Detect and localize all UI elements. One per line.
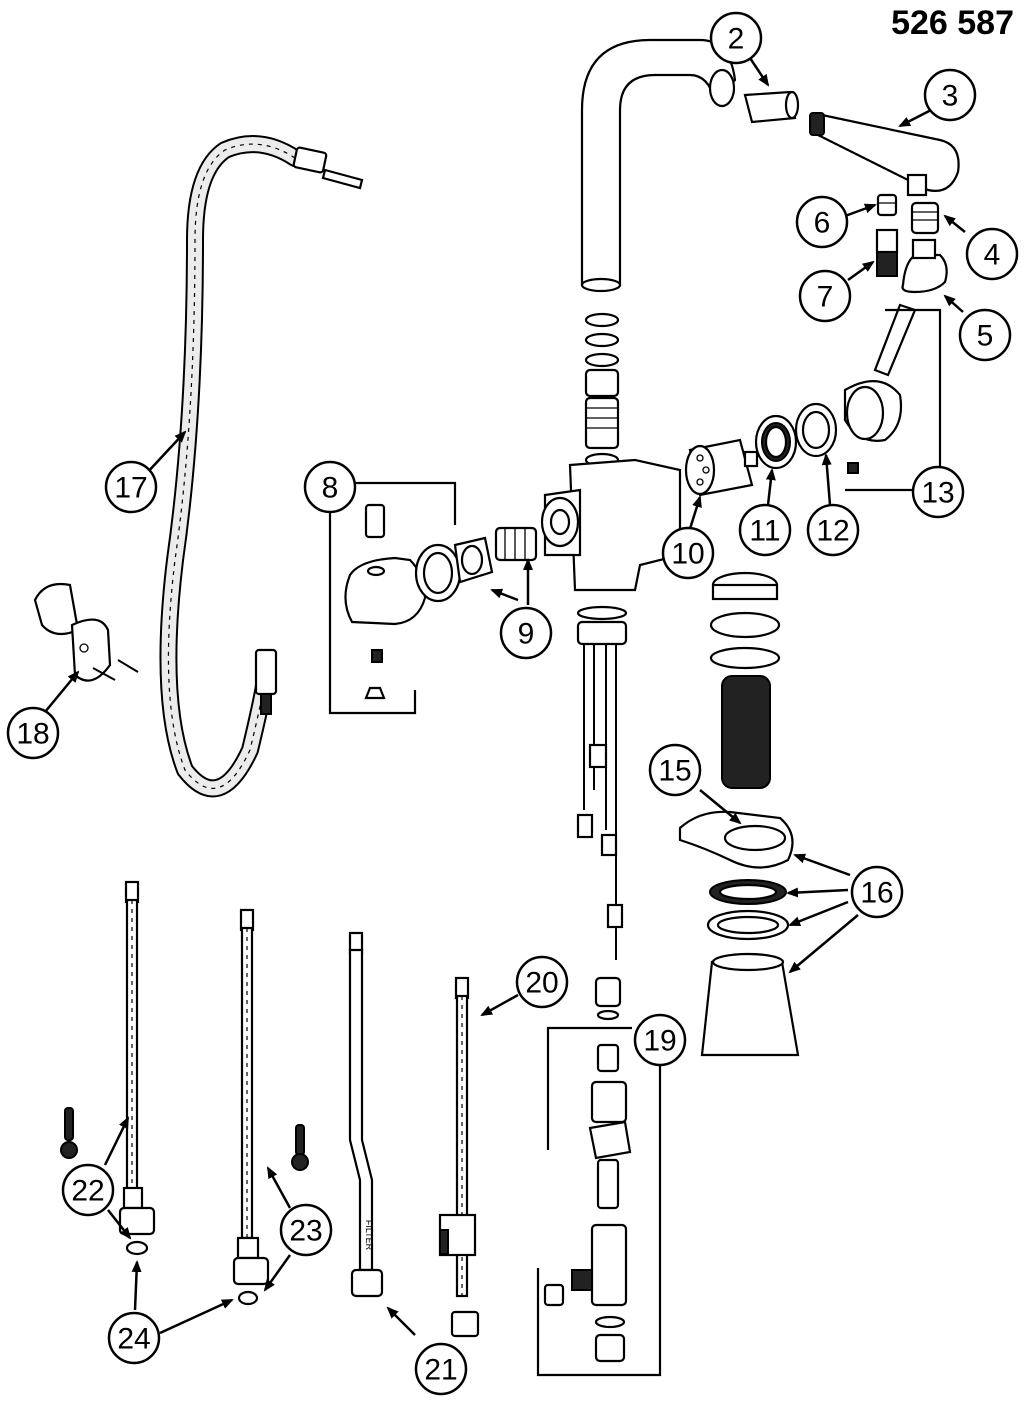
- handle-part-8: [344, 503, 427, 700]
- callout-8: 8: [303, 460, 357, 514]
- callout-24: 24: [107, 1311, 161, 1365]
- callout-circle: [795, 195, 849, 249]
- pull-out-hose-part-17: [159, 135, 364, 798]
- callout-13: 13: [911, 465, 965, 519]
- callout-label: 4: [984, 239, 1001, 272]
- callout-circle: [738, 503, 792, 557]
- callout-circle: [661, 526, 715, 580]
- bracket-part-19: [546, 1026, 632, 1150]
- bracket-part-8: [347, 481, 457, 525]
- base-plate-part-15: [678, 810, 794, 869]
- check-valve-part-19: [543, 1043, 632, 1363]
- callout-circle: [515, 955, 569, 1009]
- callout-20: 20: [515, 955, 569, 1009]
- callout-circle: [303, 460, 357, 514]
- callout-circle: [61, 1163, 115, 1217]
- flow-regulator-part-7: [875, 228, 899, 277]
- filter-label: FILTER: [364, 1220, 374, 1251]
- callout-circle: [107, 1311, 161, 1365]
- callout-label: 15: [658, 755, 691, 788]
- callout-19: 19: [633, 1013, 687, 1067]
- callout-circle: [709, 11, 763, 65]
- cover-ring-part-8: [414, 543, 462, 603]
- mounting-thread: [709, 571, 781, 789]
- insert-part-5: [901, 238, 948, 294]
- callout-label: 19: [643, 1025, 676, 1058]
- document-number: 526 587: [891, 4, 1014, 42]
- callout-11: 11: [738, 503, 792, 557]
- callout-label: 20: [525, 967, 558, 1000]
- mounting-set-part-16: [700, 879, 800, 1057]
- callout-21: 21: [414, 1342, 468, 1396]
- callout-7: 7: [798, 269, 852, 323]
- cartridge-part-9: [494, 526, 538, 562]
- spout-head-part-3: [809, 112, 960, 197]
- callout-10: 10: [661, 526, 715, 580]
- callout-4: 4: [965, 227, 1019, 281]
- lever-handle-part-13: [843, 303, 917, 474]
- cartridge-part-10: [684, 438, 759, 497]
- internal-tubes: [576, 605, 628, 1021]
- callout-23: 23: [279, 1203, 333, 1257]
- callout-label: 18: [16, 718, 49, 751]
- callout-circle: [911, 465, 965, 519]
- nut-part-12: [794, 402, 838, 458]
- callout-15: 15: [648, 743, 702, 797]
- callout-label: 17: [114, 472, 147, 505]
- callout-9: 9: [499, 606, 553, 660]
- callout-circle: [923, 68, 977, 122]
- callout-label: 12: [816, 515, 849, 548]
- supply-hose-part-23: [232, 908, 309, 1306]
- callout-22: 22: [61, 1163, 115, 1217]
- callout-label: 8: [322, 472, 339, 505]
- supply-hose-part-21: FILTER: [348, 931, 384, 1298]
- callout-circle: [499, 606, 553, 660]
- callout-circle: [850, 865, 904, 919]
- callout-circle: [965, 227, 1019, 281]
- callout-circle: [633, 1013, 687, 1067]
- callout-3: 3: [923, 68, 977, 122]
- callout-circle: [958, 308, 1012, 362]
- callout-2: 2: [709, 11, 763, 65]
- callout-circle: [6, 706, 60, 760]
- callout-label: 24: [117, 1323, 150, 1356]
- supply-hose-part-20: [438, 976, 480, 1338]
- callout-circle: [798, 269, 852, 323]
- callout-17: 17: [104, 460, 158, 514]
- callout-5: 5: [958, 308, 1012, 362]
- callout-18: 18: [6, 706, 60, 760]
- callout-6: 6: [795, 195, 849, 249]
- callout-label: 11: [749, 515, 780, 548]
- callout-16: 16: [850, 865, 904, 919]
- valve-body: [540, 312, 682, 592]
- nozzle-part-6: [876, 193, 898, 217]
- supply-hose-part-22: [60, 880, 156, 1256]
- callout-12: 12: [806, 503, 860, 557]
- callout-label: 13: [921, 477, 954, 510]
- hose-weight-part-18: [33, 582, 139, 682]
- callout-label: 16: [860, 877, 893, 910]
- ring-part-11: [754, 414, 798, 470]
- callout-label: 22: [71, 1175, 104, 1208]
- callout-circle: [648, 743, 702, 797]
- callout-label: 3: [942, 80, 959, 113]
- callout-label: 5: [977, 320, 994, 353]
- callout-circle: [414, 1342, 468, 1396]
- callout-label: 7: [817, 281, 834, 314]
- callout-label: 23: [289, 1215, 322, 1248]
- callout-label: 21: [424, 1354, 457, 1387]
- callout-label: 6: [814, 207, 831, 240]
- callout-label: 10: [671, 538, 704, 571]
- bracket-part-19-right: [536, 1065, 662, 1377]
- callout-circle: [104, 460, 158, 514]
- callout-circle: [806, 503, 860, 557]
- callout-circle: [279, 1203, 333, 1257]
- callout-label: 2: [728, 23, 745, 56]
- nut-part-8: [453, 536, 494, 584]
- aerator-part-4: [910, 201, 940, 235]
- spout: [580, 38, 737, 293]
- sleeve-part-2: [743, 90, 800, 124]
- callout-label: 9: [518, 618, 535, 651]
